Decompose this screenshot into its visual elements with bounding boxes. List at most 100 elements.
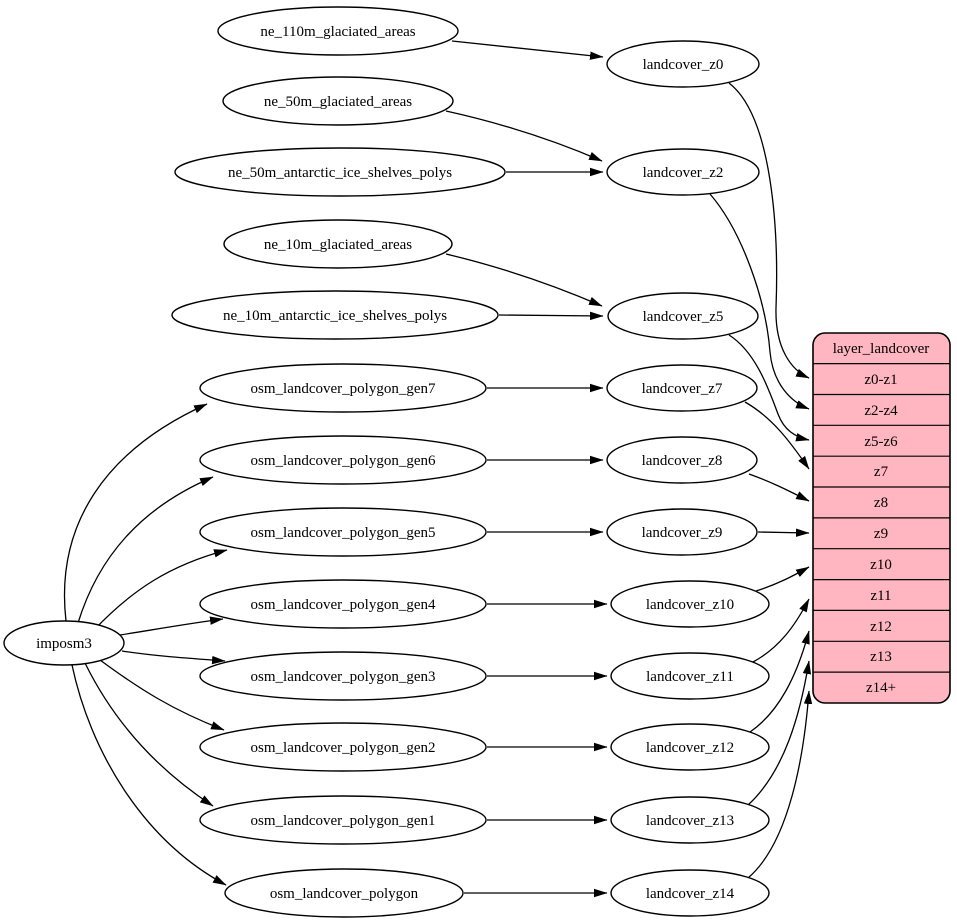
table-row-z13: z13 bbox=[870, 649, 892, 665]
node-label: landcover_z8 bbox=[642, 453, 723, 469]
node-label: ne_10m_antarctic_ice_shelves_polys bbox=[223, 308, 447, 324]
node-landcover-z5: landcover_z5 bbox=[607, 292, 759, 340]
node-osm-landcover-polygon-gen3: osm_landcover_polygon_gen3 bbox=[199, 651, 487, 701]
edge-landcover-z9-to-row-z9 bbox=[757, 528, 810, 537]
node-label: osm_landcover_polygon_gen1 bbox=[251, 813, 436, 829]
node-label: landcover_z0 bbox=[643, 57, 724, 73]
node-osm-landcover-polygon-gen5: osm_landcover_polygon_gen5 bbox=[199, 507, 487, 557]
edge-landcover-z7-to-row-z7 bbox=[744, 401, 810, 470]
node-landcover-z8: landcover_z8 bbox=[606, 436, 758, 484]
node-label: ne_110m_glaciated_areas bbox=[260, 24, 415, 40]
node-ellipse bbox=[607, 292, 759, 340]
node-label: landcover_z7 bbox=[642, 381, 723, 397]
node-label: landcover_z14 bbox=[646, 886, 735, 902]
node-osm-landcover-polygon-gen4: osm_landcover_polygon_gen4 bbox=[199, 579, 487, 629]
node-ellipse bbox=[610, 652, 770, 700]
node-ellipse bbox=[199, 651, 487, 701]
edge-imposm3-to-osm-landcover-polygon-gen4 bbox=[119, 616, 224, 636]
node-ellipse bbox=[199, 363, 487, 413]
node-label: osm_landcover_polygon_gen5 bbox=[251, 525, 436, 541]
node-imposm3: imposm3 bbox=[3, 620, 125, 666]
node-ellipse bbox=[217, 6, 459, 56]
table-row-z8: z8 bbox=[874, 495, 888, 511]
edge-landcover-z8-to-row-z8 bbox=[748, 473, 810, 502]
node-osm-landcover-polygon-gen6: osm_landcover_polygon_gen6 bbox=[199, 435, 487, 485]
node-ellipse bbox=[606, 148, 760, 196]
node-ne-110m-glaciated-areas: ne_110m_glaciated_areas bbox=[217, 6, 459, 56]
node-ellipse bbox=[606, 436, 758, 484]
node-ellipse bbox=[199, 722, 487, 772]
node-ellipse bbox=[199, 795, 487, 845]
node-label: landcover_z2 bbox=[643, 165, 724, 181]
table-row-z14plus: z14+ bbox=[866, 680, 896, 696]
table-layer-landcover: layer_landcover z0-z1 z2-z4 z5-z6 z7 z8 … bbox=[812, 332, 951, 704]
node-label: osm_landcover_polygon_gen2 bbox=[251, 740, 436, 756]
node-osm-landcover-polygon: osm_landcover_polygon bbox=[224, 868, 464, 918]
node-landcover-z7: landcover_z7 bbox=[606, 364, 758, 412]
node-landcover-z10: landcover_z10 bbox=[610, 580, 770, 628]
node-label: imposm3 bbox=[36, 636, 92, 652]
node-ellipse bbox=[606, 364, 758, 412]
node-ellipse bbox=[174, 147, 506, 197]
node-ne-50m-glaciated-areas: ne_50m_glaciated_areas bbox=[222, 76, 454, 126]
node-ellipse bbox=[199, 579, 487, 629]
edge-landcover-z12-to-row-z12 bbox=[749, 630, 810, 733]
edge-imposm3-to-osm-landcover-polygon-gen6 bbox=[77, 476, 214, 624]
table-row-z12: z12 bbox=[870, 619, 892, 635]
edge-landcover-z11-to-row-z11 bbox=[752, 598, 810, 663]
node-ne-50m-antarctic-ice-shelves-polys: ne_50m_antarctic_ice_shelves_polys bbox=[174, 147, 506, 197]
node-ellipse bbox=[224, 868, 464, 918]
node-label: landcover_z10 bbox=[646, 597, 734, 613]
node-label: ne_50m_glaciated_areas bbox=[264, 94, 412, 110]
node-landcover-z12: landcover_z12 bbox=[610, 723, 770, 771]
node-ellipse bbox=[223, 219, 453, 269]
edge-imposm3-to-osm-landcover-polygon-gen3 bbox=[121, 650, 226, 665]
node-ellipse bbox=[199, 507, 487, 557]
node-landcover-z9: landcover_z9 bbox=[606, 508, 758, 556]
table-row-z5-z6: z5-z6 bbox=[864, 434, 898, 450]
node-ellipse bbox=[222, 76, 454, 126]
node-osm-landcover-polygon-gen1: osm_landcover_polygon_gen1 bbox=[199, 795, 487, 845]
node-ne-10m-glaciated-areas: ne_10m_glaciated_areas bbox=[223, 219, 453, 269]
edge-landcover-z0-to-row-z0-z1 bbox=[728, 82, 810, 379]
edge-imposm3-to-osm-landcover-polygon-gen7 bbox=[63, 403, 208, 622]
node-label: landcover_z13 bbox=[646, 813, 734, 829]
edge-ne-10m-glaciated-areas-to-landcover-z5 bbox=[445, 253, 603, 307]
edge-imposm3-to-osm-landcover-polygon bbox=[71, 664, 227, 886]
node-label: landcover_z9 bbox=[642, 525, 723, 541]
table-row-z9: z9 bbox=[874, 526, 888, 542]
node-label: landcover_z11 bbox=[646, 669, 734, 685]
table-row-z2-z4: z2-z4 bbox=[864, 403, 898, 419]
edge-group bbox=[63, 40, 813, 898]
node-landcover-z14: landcover_z14 bbox=[610, 869, 770, 917]
edge-imposm3-to-osm-landcover-polygon-gen5 bbox=[93, 549, 228, 631]
node-ellipse bbox=[610, 723, 770, 771]
node-ellipse bbox=[199, 435, 487, 485]
node-osm-landcover-polygon-gen2: osm_landcover_polygon_gen2 bbox=[199, 722, 487, 772]
edge-ne-50m-glaciated-areas-to-landcover-z2 bbox=[445, 110, 603, 162]
edge-landcover-z2-to-row-z2-z4 bbox=[709, 193, 810, 410]
node-ellipse bbox=[606, 40, 760, 88]
edge-landcover-z10-to-row-z10 bbox=[755, 566, 810, 592]
node-label: landcover_z5 bbox=[643, 309, 724, 325]
table-row-z10: z10 bbox=[870, 557, 892, 573]
node-label: osm_landcover_polygon_gen6 bbox=[251, 453, 436, 469]
node-ellipse bbox=[171, 290, 499, 340]
node-ellipse bbox=[606, 508, 758, 556]
node-landcover-z11: landcover_z11 bbox=[610, 652, 770, 700]
node-label: osm_landcover_polygon_gen3 bbox=[251, 669, 436, 685]
node-osm-landcover-polygon-gen7: osm_landcover_polygon_gen7 bbox=[199, 363, 487, 413]
table-row-z0-z1: z0-z1 bbox=[864, 372, 897, 388]
imposm3-ellipse bbox=[3, 620, 125, 666]
node-label: osm_landcover_polygon_gen4 bbox=[251, 597, 436, 613]
node-label: landcover_z12 bbox=[646, 740, 734, 756]
node-ellipse bbox=[610, 796, 770, 844]
edge-imposm3-to-osm-landcover-polygon-gen1 bbox=[84, 662, 214, 807]
node-landcover-z13: landcover_z13 bbox=[610, 796, 770, 844]
node-label: osm_landcover_polygon_gen7 bbox=[251, 381, 436, 397]
edge-landcover-z14-to-row-z14plus bbox=[747, 690, 813, 879]
edge-landcover-z13-to-row-z13 bbox=[747, 660, 812, 806]
edge-landcover-z5-to-row-z5-z6 bbox=[728, 334, 810, 442]
edge-ne-110m-glaciated-areas-to-landcover-z0 bbox=[451, 40, 604, 60]
